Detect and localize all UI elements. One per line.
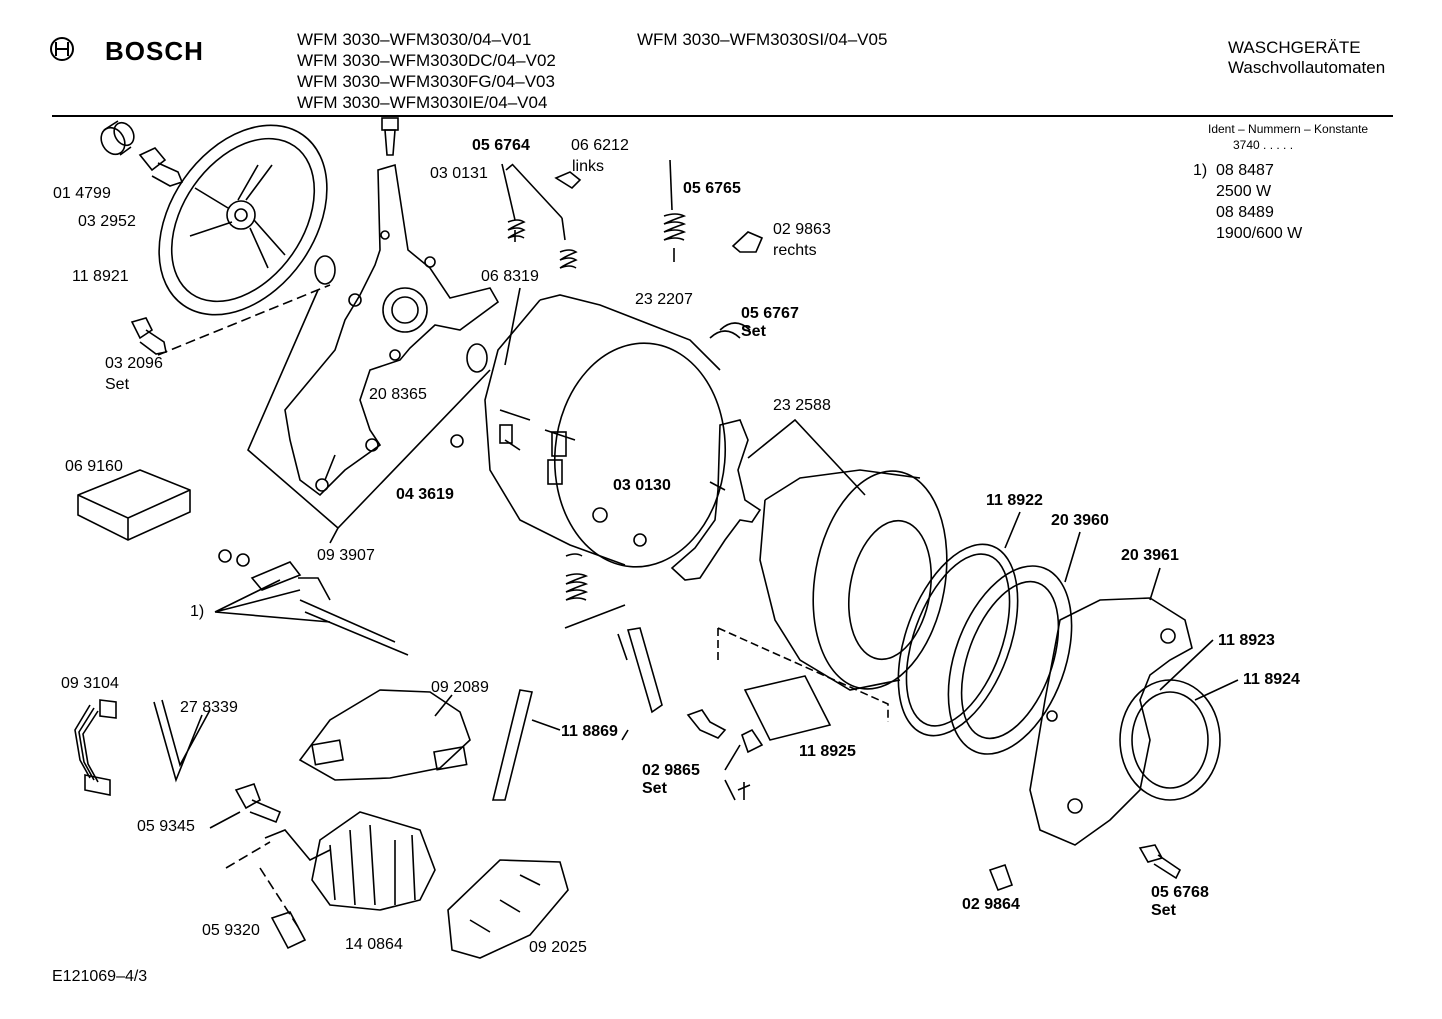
part-label: 02 9864 [962,896,1020,913]
ident-note-line: 1900/600 W [1216,225,1303,242]
bolt-part-2 [234,782,282,824]
part-label-suffix: Set [1151,902,1176,919]
bearing-part-2 [466,343,488,373]
part-label: 14 0864 [345,936,403,953]
part-label: 03 0131 [430,165,488,182]
clip-part [554,171,582,190]
part-label: 02 9863 [773,221,831,238]
bolt-part [138,147,184,187]
subcategory-title: Waschvollautomaten [1228,58,1386,77]
part-label: 05 6764 [472,137,530,154]
part-label: 09 2089 [431,679,489,696]
part-label: 09 2025 [529,939,587,956]
part-label: 03 2952 [78,213,136,230]
brush-holder-part [447,859,569,959]
bosch-armature-icon [50,37,74,61]
ident-note-marker: 1) [1193,162,1208,179]
part-label: 11 8921 [72,268,129,285]
spring-part-2 [663,159,687,262]
part-label: 01 4799 [53,185,111,202]
cover-part [298,689,471,781]
ident-note-line: 08 8487 [1216,162,1274,179]
part-label-suffix: links [572,158,605,175]
sleeve-part [100,120,135,156]
spring-part-3 [565,553,589,601]
part-label: 05 6767 [741,305,799,322]
part-label: 05 6768 [1151,884,1209,901]
hose-part [153,699,211,783]
model-line-v03: WFM 3030–WFM3030FG/04–V03 [297,72,555,91]
part-label: 06 8319 [481,268,539,285]
drum-spider-part [670,419,762,581]
part-label-suffix: Set [741,323,766,340]
part-label: 09 3907 [317,547,375,564]
part-label: 04 3619 [396,486,454,503]
part-label: 11 8924 [1243,671,1300,688]
ident-note-line: 2500 W [1216,183,1272,200]
ring-part [450,434,464,448]
part-label-suffix: Set [105,376,130,393]
part-label: 11 8869 [561,723,618,740]
model-line-v01: WFM 3030–WFM3030/04–V01 [297,30,532,49]
part-label: 03 2096 [105,355,163,372]
spring-part [501,163,578,269]
part-label: 02 9865 [642,762,700,779]
screw-part-2 [1138,844,1182,880]
clamp-part [709,322,751,339]
part-label: 23 2207 [635,291,693,308]
part-label: 05 6765 [683,180,741,197]
part-label: 11 8923 [1218,632,1275,649]
ident-title: Ident – Nummern – Konstante [1208,122,1369,136]
brand-name: BOSCH [105,36,204,66]
damper-part-2 [491,689,533,801]
gasket-ring-part [897,543,1019,737]
drum-part [759,469,948,691]
category-title: WASCHGERÄTE [1228,38,1361,57]
part-label-suffix: rechts [773,242,817,259]
model-line-v05: WFM 3030–WFM3030SI/04–V05 [637,30,888,49]
part-label: 20 3961 [1121,547,1179,564]
clip-right-part [731,231,764,253]
clip-part-2 [988,863,1014,892]
pin-part [270,911,307,950]
bolt-set-part [130,317,167,355]
model-line-v02: WFM 3030–WFM3030DC/04–V02 [297,51,556,70]
part-label: 11 8922 [986,492,1043,509]
pulley-wheel-part [158,124,328,316]
model-line-v04: WFM 3030–WFM3030IE/04–V04 [297,93,548,112]
filter-part [743,675,832,741]
bearing-part [314,255,336,285]
screw-part [381,117,399,156]
part-label: 11 8925 [799,743,856,760]
part-label-note: 1) [190,603,205,620]
part-label: 27 8339 [180,699,238,716]
part-label: 05 9320 [202,922,260,939]
heater-part [214,549,409,656]
part-label: 20 8365 [369,386,427,403]
ident-note-line: 08 8489 [1216,204,1274,221]
part-label: 23 2588 [773,397,831,414]
drawing-id: E121069–4/3 [52,968,148,985]
tub-part [484,294,727,568]
ident-code: 3740 . . . . . [1233,138,1294,152]
part-label: 06 6212 [571,137,629,154]
part-label: 06 9160 [65,458,123,475]
front-ring-part [947,565,1073,755]
part-label-suffix: Set [642,780,667,797]
module-part [77,469,191,541]
spider-bracket-part [284,163,500,497]
damper-part [626,627,663,714]
part-label: 03 0130 [613,477,671,494]
motor-part [264,811,436,911]
bellows-part [1119,679,1221,801]
part-label: 09 3104 [61,675,119,692]
part-label: 05 9345 [137,818,195,835]
front-panel-part [1029,597,1193,846]
wire-harness-part [74,699,117,796]
part-label: 20 3960 [1051,512,1109,529]
hook-part [686,709,727,739]
